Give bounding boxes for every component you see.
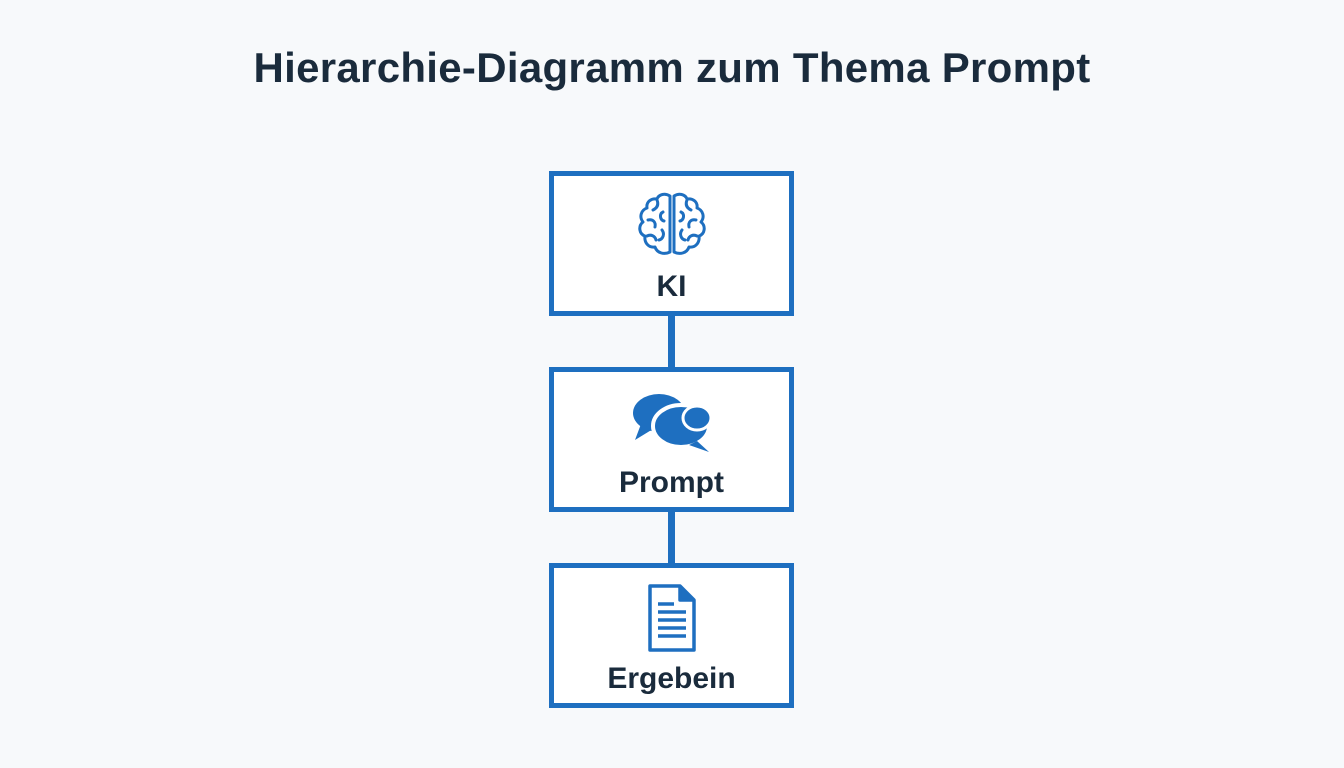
node-label-prompt: Prompt	[619, 466, 724, 499]
document-icon	[647, 584, 696, 652]
node-prompt: Prompt	[549, 367, 794, 512]
connector-ki-prompt	[668, 314, 675, 370]
diagram-title: Hierarchie-Diagramm zum Thema Prompt	[253, 44, 1091, 91]
node-label-ergebnis: Ergebein	[607, 662, 736, 695]
node-label-ki: KI	[656, 270, 687, 303]
connector-prompt-ergebnis	[668, 510, 675, 566]
node-ergebnis: Ergebein	[549, 563, 794, 708]
brain-icon	[637, 192, 706, 255]
speech-bubbles-icon	[632, 394, 712, 452]
node-ki: KI	[549, 171, 794, 316]
